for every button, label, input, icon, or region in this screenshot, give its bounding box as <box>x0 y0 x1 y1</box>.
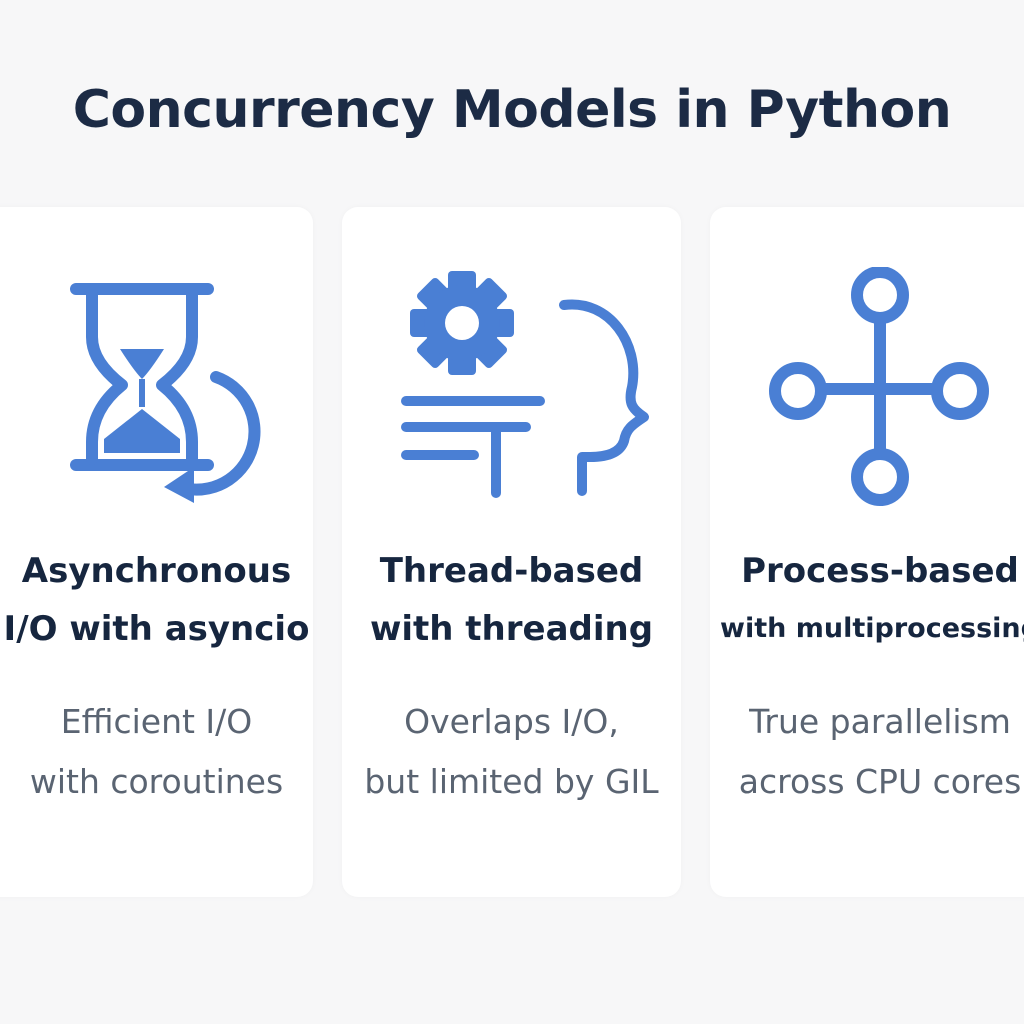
card-heading: Process-based with multiprocessing <box>710 542 1024 658</box>
card-heading-line: with threading <box>369 609 654 649</box>
card-heading-line: Process-based <box>741 551 1019 591</box>
card-description: Efficient I/O with coroutines <box>0 692 313 812</box>
gear-head-threads-icon <box>362 267 662 507</box>
card-heading-line: with multiprocessing <box>720 613 1024 644</box>
card-description-line: across CPU cores <box>738 762 1022 801</box>
card-description-line: with coroutines <box>29 762 284 801</box>
card-description-line: but limited by GIL <box>364 762 659 801</box>
card-heading-line: Asynchronous <box>21 551 292 591</box>
card-description-line: Overlaps I/O, <box>404 702 619 741</box>
hourglass-refresh-icon <box>40 267 340 507</box>
page-title: Concurrency Models in Python <box>72 80 952 140</box>
card-multiprocessing: Process-based with multiprocessing True … <box>710 207 1024 897</box>
card-asyncio: Asynchronous I/O with asyncio Efficient … <box>0 207 313 897</box>
card-heading-line: Thread-based <box>379 551 644 591</box>
card-threading: Thread-based with threading Overlaps I/O… <box>342 207 681 897</box>
card-heading: Thread-based with threading <box>342 542 681 658</box>
card-description-line: Efficient I/O <box>60 702 253 741</box>
card-description-line: True parallelism <box>749 702 1011 741</box>
card-heading: Asynchronous I/O with asyncio <box>0 542 313 658</box>
card-heading-line: I/O with asyncio <box>3 609 310 649</box>
network-nodes-icon <box>730 267 1024 507</box>
card-description: True parallelism across CPU cores <box>710 692 1024 812</box>
card-description: Overlaps I/O, but limited by GIL <box>342 692 681 812</box>
